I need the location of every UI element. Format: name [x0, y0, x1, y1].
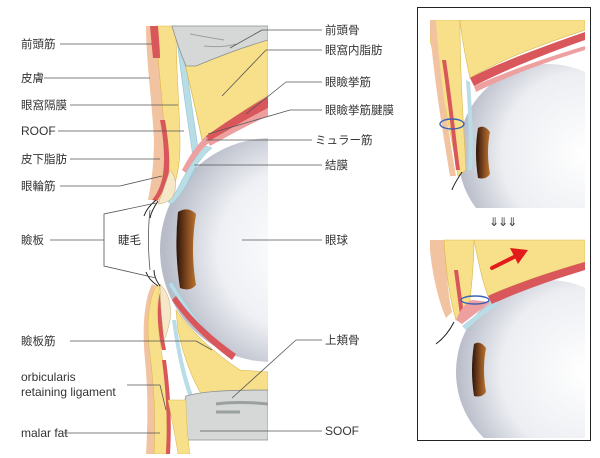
label-levator-muscle: 眼瞼挙筋 [325, 75, 371, 89]
label-tarsal-muscle: 瞼板筋 [21, 334, 56, 348]
label-frontalis: 前頭筋 [21, 37, 56, 51]
upper-eyelashes [143, 199, 159, 219]
label-muller-muscle: ミュラー筋 [315, 133, 373, 147]
label-levator-aponeurosis: 眼瞼挙筋腱膜 [325, 103, 394, 117]
label-maxilla: 上頬骨 [325, 333, 360, 347]
frontalis-muscle-shape [150, 26, 160, 58]
label-soof: SOOF [325, 424, 360, 438]
levator-muscle-shape [206, 96, 268, 142]
label-eyelashes: 睫毛 [118, 233, 141, 247]
red-arrow-icon [490, 248, 528, 270]
label-orbicularis-oculi: 眼輪筋 [21, 179, 56, 193]
inset-after-illustration [430, 239, 585, 438]
inset-frame [417, 7, 591, 441]
label-roof: ROOF [21, 124, 56, 138]
soof-shape [167, 399, 191, 454]
inset-before-illustration [430, 20, 585, 208]
lower-tarsus-shape [159, 283, 171, 341]
label-eyeball: 眼球 [325, 233, 348, 247]
label-malar-fat: malar fat [21, 426, 68, 440]
upper-skin [146, 26, 168, 200]
label-tarsus: 瞼板 [21, 233, 44, 247]
maxilla-bone-shape [182, 389, 268, 441]
conjunctiva-shape [167, 145, 213, 205]
transition-arrows-icon: ⇓⇓⇓ [489, 215, 517, 229]
right-leader-lines [194, 29, 322, 432]
lower-eyelashes [145, 269, 161, 287]
label-conjunctiva: 結膜 [325, 158, 348, 172]
lower-subcutaneous-fat [147, 285, 168, 454]
label-skin: 皮膚 [21, 71, 44, 85]
upper-orbicularis-muscle [152, 120, 170, 201]
lower-tarsal-muscle-shape [172, 296, 236, 360]
eyelash-bracket [103, 202, 157, 279]
frontal-bone-shape [171, 25, 268, 67]
aponeurosis-shape [182, 136, 210, 173]
label-orbicularis-retaining-1: orbicularis [21, 370, 76, 384]
label-frontal-bone: 前頭骨 [325, 23, 360, 37]
label-subcutaneous-fat: 皮下脂肪 [21, 152, 67, 166]
upper-tarsus-shape [157, 169, 176, 205]
label-orbicularis-retaining-2: retaining ligament [21, 385, 116, 399]
main-section [143, 25, 268, 454]
label-orbital-fat: 眼窩内脂肪 [325, 43, 383, 57]
lower-orbital-fat-shape [175, 308, 268, 411]
label-orbital-septum: 眼窩隔膜 [21, 98, 67, 112]
left-leader-lines [44, 43, 213, 434]
